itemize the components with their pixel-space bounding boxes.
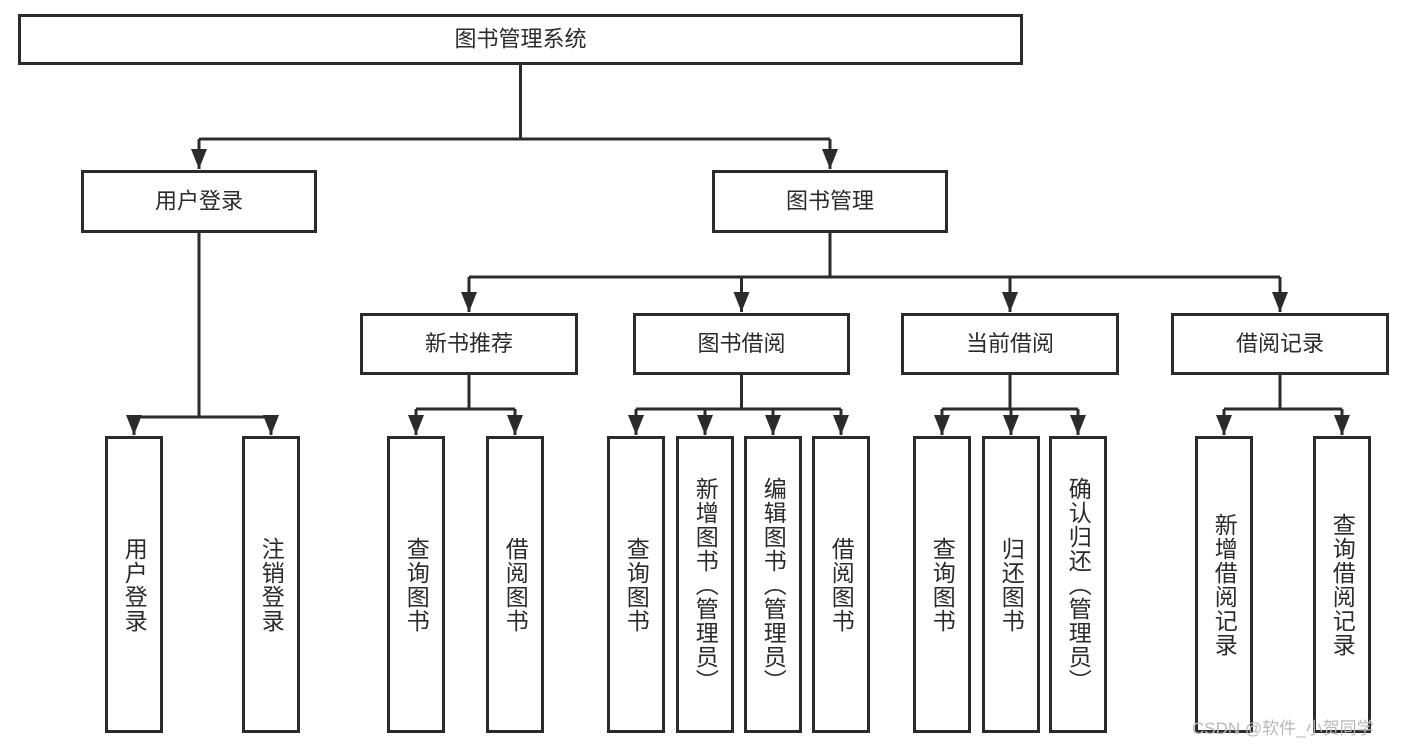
arrow-head-icon	[822, 149, 838, 169]
arrow-head-icon	[1003, 415, 1019, 435]
node-level3-3[interactable]	[1171, 313, 1389, 375]
node-leaf-8[interactable]	[913, 436, 971, 733]
node-leaf-4[interactable]	[607, 436, 665, 733]
csdn-watermark: CSDN @软件_小贺同学	[1192, 719, 1374, 738]
arrow-head-icon	[263, 415, 279, 435]
node-level2-1[interactable]	[712, 170, 948, 233]
node-level3-label-1: 图书借阅	[697, 331, 785, 356]
box-layer	[18, 14, 1389, 733]
node-leaf-5[interactable]	[676, 436, 734, 733]
node-leaf-7[interactable]	[812, 436, 870, 733]
arrow-head-icon	[408, 415, 424, 435]
node-leaf-3[interactable]	[486, 436, 544, 733]
node-level3-label-0: 新书推荐	[425, 331, 513, 356]
arrow-head-icon	[191, 149, 207, 169]
node-level3-label-3: 借阅记录	[1236, 331, 1324, 356]
arrow-head-icon	[507, 415, 523, 435]
node-leaf-10[interactable]	[1049, 436, 1107, 733]
arrow-head-icon	[1272, 292, 1288, 312]
node-level3-0[interactable]	[360, 313, 578, 375]
node-level3-2[interactable]	[901, 313, 1119, 375]
node-level2-label-1: 图书管理	[786, 188, 874, 213]
node-leaf-9[interactable]	[982, 436, 1040, 733]
arrow-head-icon	[1334, 415, 1350, 435]
node-leaf-12[interactable]	[1313, 436, 1371, 733]
arrow-head-icon	[765, 415, 781, 435]
arrow-head-icon	[833, 415, 849, 435]
arrow-head-icon	[126, 415, 142, 435]
arrow-head-icon	[733, 292, 750, 312]
node-level2-label-0: 用户登录	[155, 188, 243, 213]
arrow-head-icon	[1070, 415, 1086, 435]
node-leaf-1[interactable]	[242, 436, 300, 733]
arrow-head-icon	[697, 415, 713, 435]
connector-layer	[126, 65, 1350, 435]
arrow-head-icon	[628, 415, 644, 435]
node-leaf-2[interactable]	[387, 436, 445, 733]
node-level2-0[interactable]	[81, 170, 317, 233]
arrow-head-icon	[461, 292, 477, 312]
node-root[interactable]	[18, 14, 1023, 65]
node-leaf-6[interactable]	[744, 436, 802, 733]
node-level3-label-2: 当前借阅	[966, 331, 1054, 356]
node-level3-1[interactable]	[633, 313, 850, 375]
arrow-head-icon	[1002, 292, 1018, 312]
node-leaf-11[interactable]	[1195, 436, 1253, 733]
node-root-label: 图书管理系统	[454, 26, 586, 51]
node-leaf-0[interactable]	[105, 436, 163, 733]
arrow-head-icon	[1216, 415, 1232, 435]
arrow-head-icon	[934, 415, 950, 435]
